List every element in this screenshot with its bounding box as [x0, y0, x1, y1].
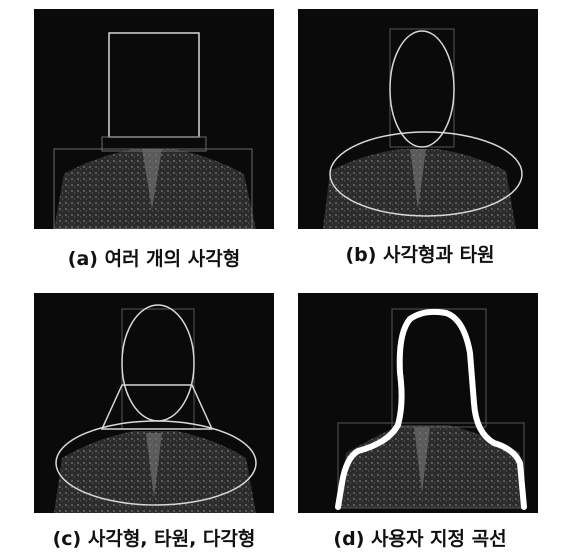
panel-c-image: [34, 293, 274, 513]
tie-shape: [146, 433, 162, 498]
panel-c-figure: [54, 304, 257, 513]
ellipse-head: [121, 304, 195, 422]
panel-d-image: [298, 293, 538, 513]
caption-a: (a) 여러 개의 사각형: [67, 248, 241, 270]
rect-body: [337, 422, 525, 509]
rect-head: [121, 308, 195, 430]
user-curve: [335, 308, 527, 510]
tie-shape: [142, 149, 162, 209]
caption-c: (c) 사각형, 타원, 다각형: [52, 528, 256, 550]
rect-head: [108, 32, 200, 138]
torso-silhouette: [338, 425, 524, 508]
panel-a-figure: [53, 32, 256, 229]
panel-b-image: [298, 9, 538, 229]
rect-neck: [101, 136, 207, 152]
tie-shape: [414, 427, 430, 493]
ellipse-body: [329, 131, 523, 217]
panel-a-image: [34, 9, 274, 229]
caption-d: (d) 사용자 지정 곡선: [333, 528, 507, 550]
tie-shape: [410, 149, 426, 209]
ellipse-head: [389, 30, 455, 148]
caption-b: (b) 사각형과 타원: [345, 244, 495, 266]
rect-head: [391, 308, 487, 428]
panel-b-figure: [323, 28, 523, 229]
ellipse-body: [55, 420, 257, 506]
rect-body: [53, 148, 253, 229]
polygon-neck: [100, 384, 214, 430]
panel-d-figure: [335, 308, 527, 510]
